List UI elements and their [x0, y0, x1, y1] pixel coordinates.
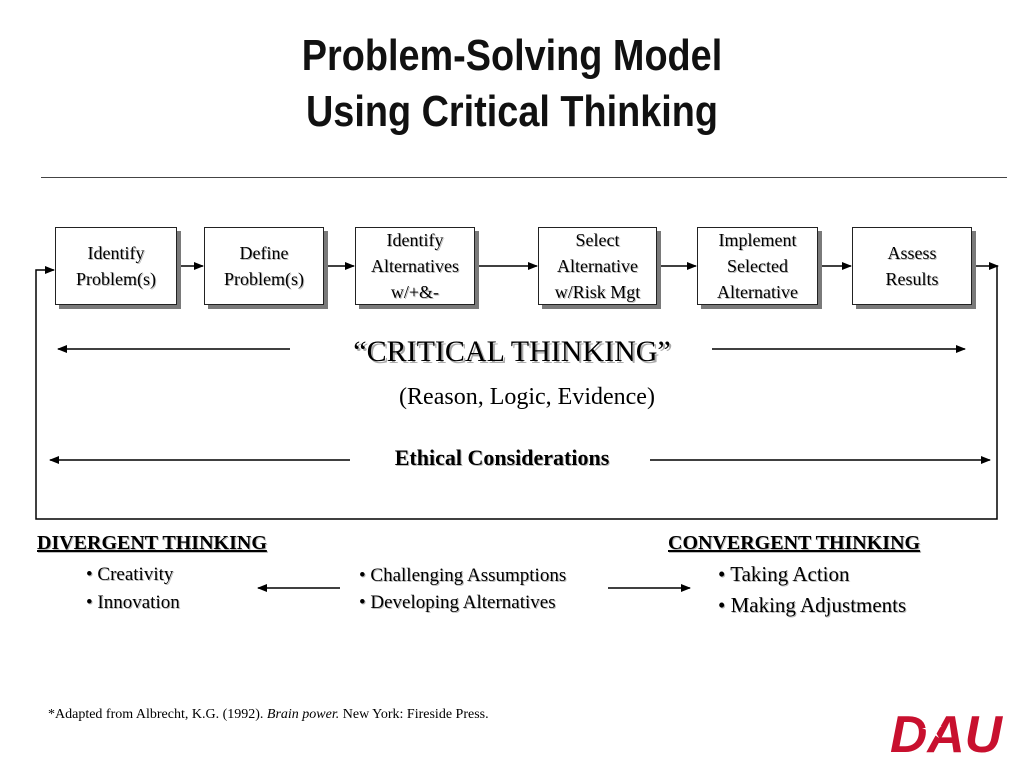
middle-item-alternatives: • Developing Alternatives [359, 592, 556, 613]
feedback-loop [35, 266, 998, 520]
footnote-citation: *Adapted from Albrecht, K.G. (1992). Bra… [48, 705, 489, 725]
step-assess-results: Assess Results [852, 227, 972, 305]
critical-thinking-heading: “CRITICAL THINKING” [353, 335, 671, 368]
page-title: Problem-Solving Model Using Critical Thi… [72, 28, 953, 140]
step-identify-problems: Identify Problem(s) [55, 227, 177, 305]
divergent-item-creativity: • Creativity [86, 564, 174, 585]
convergent-heading: CONVERGENT THINKING [668, 532, 921, 554]
footnote-book-title: Brain power. [266, 707, 340, 722]
convergent-item-adjustments: • Making Adjustments [718, 593, 907, 617]
footnote-prefix: *Adapted from Albrecht, K.G. (1992). [48, 707, 267, 722]
svg-text:DAU: DAU [890, 706, 1003, 758]
ethical-considerations-label: Ethical Considerations [394, 445, 610, 470]
title-line-1: Problem-Solving Model [301, 31, 723, 80]
step-select-alternative: Select Alternative w/Risk Mgt [538, 227, 657, 305]
critical-thinking-subtitle: (Reason, Logic, Evidence) [399, 384, 655, 410]
dau-logo: DAU [890, 706, 1003, 758]
step-identify-alternatives: Identify Alternatives w/+&- [355, 227, 475, 305]
step-define-problems: Define Problem(s) [204, 227, 324, 305]
convergent-item-action: • Taking Action [718, 562, 850, 586]
step-implement-alternative: Implement Selected Alternative [697, 227, 818, 305]
divergent-heading: DIVERGENT THINKING [37, 532, 267, 554]
footnote-suffix: New York: Fireside Press. [339, 707, 489, 722]
title-line-2: Using Critical Thinking [305, 87, 719, 136]
title-divider [41, 177, 1007, 178]
middle-item-assumptions: • Challenging Assumptions [359, 565, 567, 586]
divergent-item-innovation: • Innovation [86, 592, 180, 613]
